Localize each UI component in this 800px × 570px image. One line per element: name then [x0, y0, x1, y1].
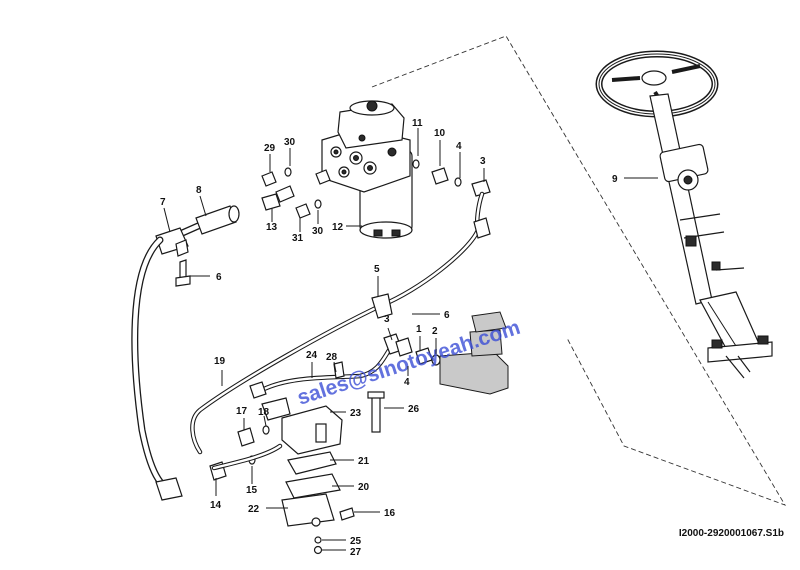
callout-11: 11	[412, 118, 423, 129]
callouts: 1 2 3 3 4 4 5 6 6 7 8 9 10 11 12 13 14 1…	[160, 118, 658, 558]
callout-30a: 30	[284, 137, 296, 148]
callout-27: 27	[350, 547, 362, 558]
callout-12: 12	[332, 222, 344, 233]
steering-column	[595, 50, 773, 379]
callout-13: 13	[266, 222, 278, 233]
tube-pressure	[190, 191, 491, 455]
callout-23: 23	[350, 408, 362, 419]
hose-long	[131, 236, 183, 501]
callout-4b: 4	[404, 377, 410, 388]
callout-5: 5	[374, 264, 380, 275]
callout-3b: 3	[384, 314, 390, 325]
column-boundary	[371, 35, 787, 506]
callout-4a: 4	[456, 141, 462, 152]
callout-1: 1	[416, 324, 422, 335]
callout-25: 25	[350, 536, 362, 547]
callout-6b: 6	[444, 310, 450, 321]
steering-unit	[321, 100, 413, 239]
callout-26: 26	[408, 404, 420, 415]
callout-9: 9	[612, 174, 618, 185]
callout-20: 20	[358, 482, 370, 493]
callout-31: 31	[292, 233, 304, 244]
callout-7: 7	[160, 197, 166, 208]
priority-fittings	[395, 337, 441, 366]
callout-6a: 6	[216, 272, 222, 283]
callout-30b: 30	[312, 226, 324, 237]
callout-10: 10	[434, 128, 446, 139]
steering-unit-fittings	[261, 159, 491, 219]
callout-8: 8	[196, 185, 202, 196]
callout-16: 16	[384, 508, 396, 519]
callout-19: 19	[214, 356, 226, 367]
callout-28: 28	[326, 352, 338, 363]
callout-22: 22	[248, 504, 260, 515]
callout-2: 2	[432, 326, 438, 337]
callout-29: 29	[264, 143, 276, 154]
callout-17: 17	[236, 406, 248, 417]
callout-14: 14	[210, 500, 222, 511]
hose-upper	[155, 205, 240, 287]
drawing-code: I2000-2920001067.S1b	[678, 528, 784, 539]
brake-valve	[209, 391, 385, 555]
callout-21: 21	[358, 456, 370, 467]
valve-block	[439, 311, 509, 395]
callout-15: 15	[246, 485, 258, 496]
callout-18: 18	[258, 407, 270, 418]
callout-3a: 3	[480, 156, 486, 167]
hose-return	[249, 333, 403, 399]
callout-24: 24	[306, 350, 318, 361]
